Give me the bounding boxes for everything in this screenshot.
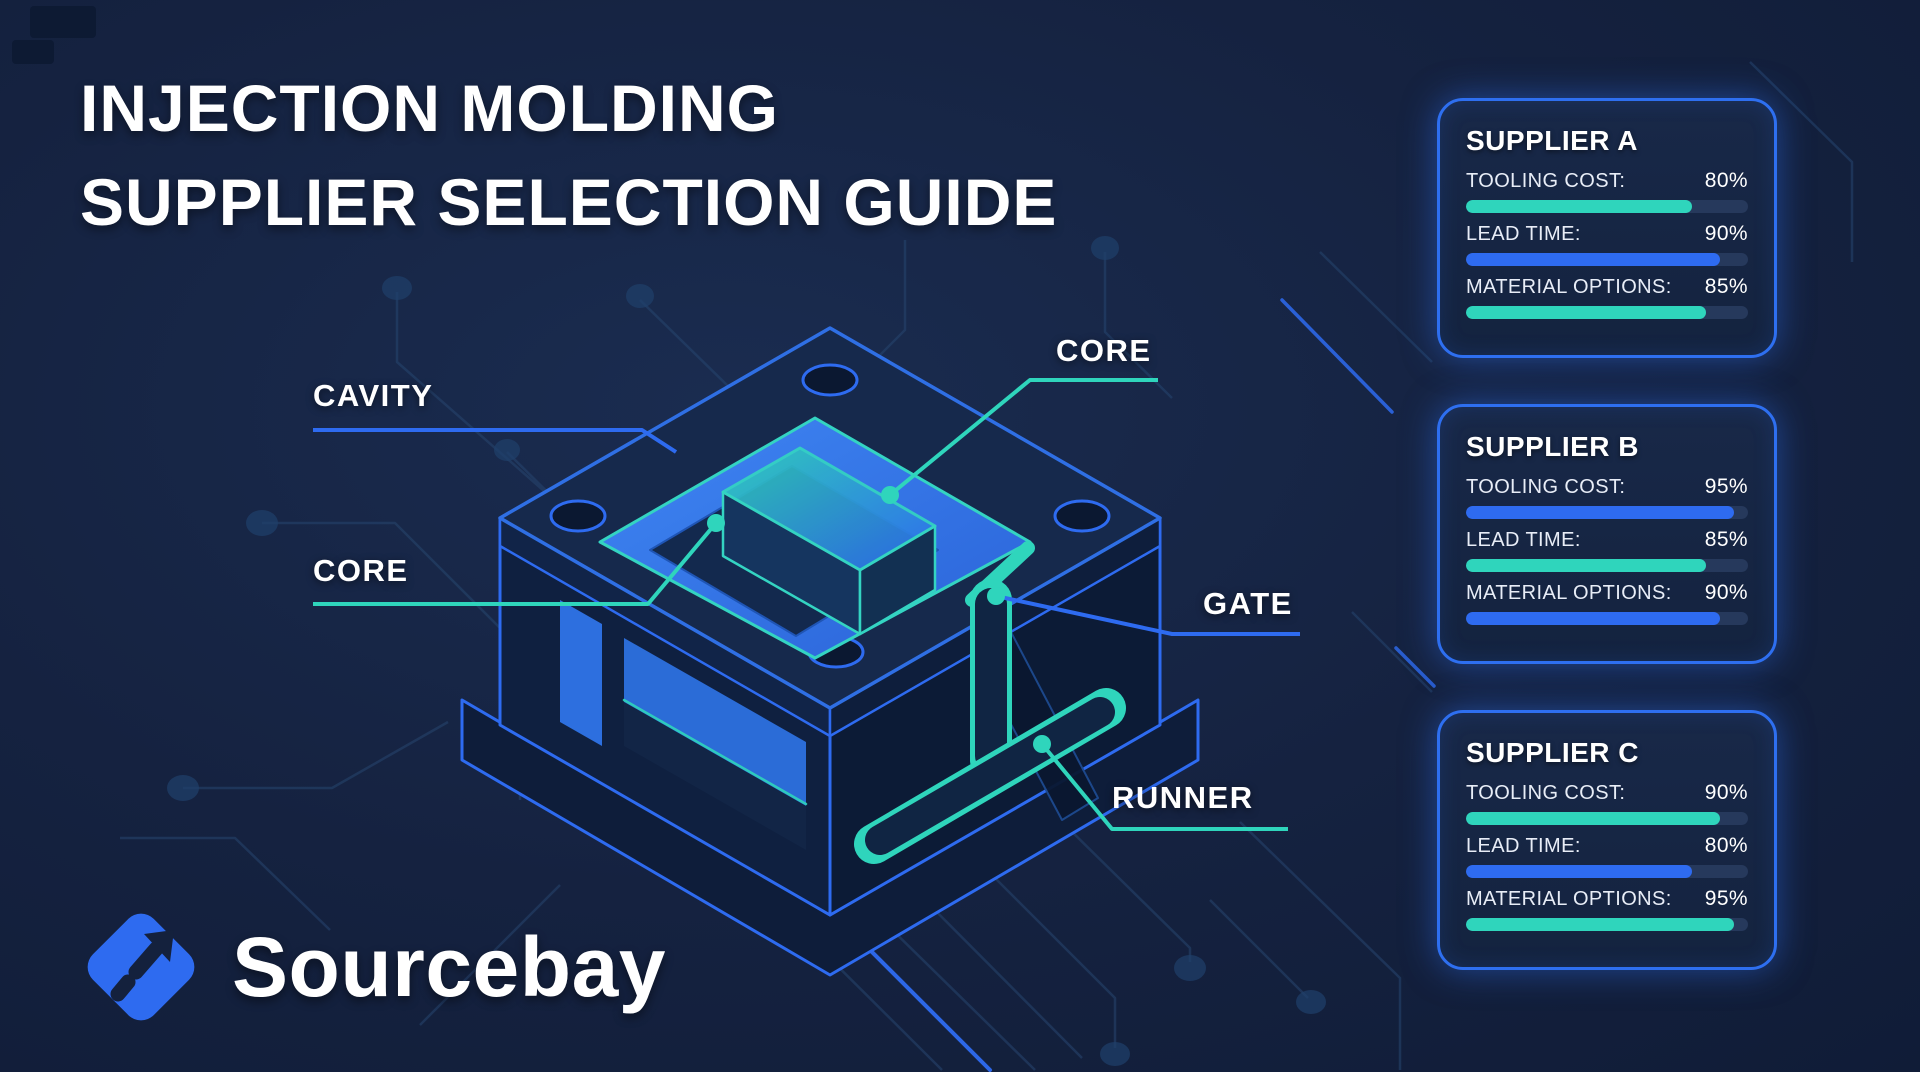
circuit-pattern-nodes (167, 236, 1326, 1066)
cavity-leader-line (313, 428, 678, 454)
supplier-cards-panel: SUPPLIER A TOOLING COST: 80% LEAD TIME: … (1437, 98, 1777, 1016)
progress-bar-track (1466, 506, 1748, 519)
label-core-left: CORE (313, 553, 409, 588)
supplier-card-a: SUPPLIER A TOOLING COST: 80% LEAD TIME: … (1437, 98, 1777, 358)
leader-lines (313, 378, 1300, 831)
label-core-top: CORE (1056, 333, 1152, 368)
progress-bar-track (1466, 253, 1748, 266)
metric-row: LEAD TIME: 85% (1466, 528, 1748, 572)
progress-bar-fill (1466, 253, 1720, 266)
corner-decor-blocks (12, 6, 96, 64)
core-top-leader-line (888, 378, 1158, 497)
gate-leader-line (995, 594, 1300, 636)
metric-row: MATERIAL OPTIONS: 90% (1466, 581, 1748, 625)
supplier-card-c: SUPPLIER C TOOLING COST: 90% LEAD TIME: … (1437, 710, 1777, 970)
metric-value: 95% (1704, 475, 1748, 498)
page-title-line1: INJECTION MOLDING (80, 71, 780, 145)
progress-bar-track (1466, 812, 1748, 825)
progress-bar-fill (1466, 559, 1706, 572)
metric-row: LEAD TIME: 80% (1466, 834, 1748, 878)
metric-value: 90% (1704, 222, 1748, 245)
progress-bar-fill (1466, 200, 1692, 213)
runner-leader-line (1040, 742, 1288, 831)
metric-value: 80% (1704, 169, 1748, 192)
progress-bar-track (1466, 306, 1748, 319)
page-title: INJECTION MOLDING SUPPLIER SELECTION GUI… (80, 62, 1057, 249)
label-cavity: CAVITY (313, 378, 434, 413)
leader-dots (707, 486, 1051, 753)
core-left-leader-line (313, 521, 718, 606)
metric-row: TOOLING COST: 95% (1466, 475, 1748, 519)
brand-name: Sourcebay (232, 919, 667, 1014)
metric-label: TOOLING COST: (1466, 170, 1626, 192)
metric-row: MATERIAL OPTIONS: 95% (1466, 887, 1748, 931)
metric-label: MATERIAL OPTIONS: (1466, 582, 1672, 604)
metric-row: TOOLING COST: 80% (1466, 169, 1748, 213)
brand-logo: Sourcebay (76, 902, 666, 1032)
supplier-card-b: SUPPLIER B TOOLING COST: 95% LEAD TIME: … (1437, 404, 1777, 664)
arrow-diamond-logo-icon (87, 913, 195, 1021)
progress-bar-fill (1466, 306, 1706, 319)
metric-row: LEAD TIME: 90% (1466, 222, 1748, 266)
metric-value: 90% (1704, 781, 1748, 804)
metric-label: TOOLING COST: (1466, 476, 1626, 498)
progress-bar-track (1466, 200, 1748, 213)
metric-label: MATERIAL OPTIONS: (1466, 888, 1672, 910)
progress-bar-track (1466, 865, 1748, 878)
progress-bar-fill (1466, 865, 1692, 878)
page-title-line2: SUPPLIER SELECTION GUIDE (80, 164, 1058, 239)
progress-bar-fill (1466, 612, 1720, 625)
progress-bar-track (1466, 918, 1748, 931)
label-runner: RUNNER (1112, 780, 1254, 815)
label-gate: GATE (1203, 586, 1293, 621)
progress-bar-fill (1466, 918, 1734, 931)
metric-label: LEAD TIME: (1466, 223, 1581, 245)
metric-label: LEAD TIME: (1466, 529, 1581, 551)
metric-row: MATERIAL OPTIONS: 85% (1466, 275, 1748, 319)
mold-left-panel-inset (624, 702, 806, 850)
mold-illustration (460, 326, 1200, 977)
metric-value: 85% (1704, 275, 1748, 298)
supplier-a-name: SUPPLIER A (1466, 125, 1638, 156)
metric-value: 85% (1704, 528, 1748, 551)
mold-left-panel-2 (624, 638, 806, 806)
metric-label: MATERIAL OPTIONS: (1466, 276, 1672, 298)
progress-bar-track (1466, 559, 1748, 572)
metric-label: LEAD TIME: (1466, 835, 1581, 857)
supplier-c-name: SUPPLIER C (1466, 737, 1640, 768)
supplier-b-name: SUPPLIER B (1466, 431, 1640, 462)
metric-value: 90% (1704, 581, 1748, 604)
metric-row: TOOLING COST: 90% (1466, 781, 1748, 825)
progress-bar-fill (1466, 812, 1720, 825)
progress-bar-track (1466, 612, 1748, 625)
metric-label: TOOLING COST: (1466, 782, 1626, 804)
metric-value: 95% (1704, 887, 1748, 910)
mold-screw-holes (549, 363, 1111, 669)
metric-value: 80% (1704, 834, 1748, 857)
progress-bar-fill (1466, 506, 1734, 519)
mold-left-panel-1 (560, 600, 602, 746)
